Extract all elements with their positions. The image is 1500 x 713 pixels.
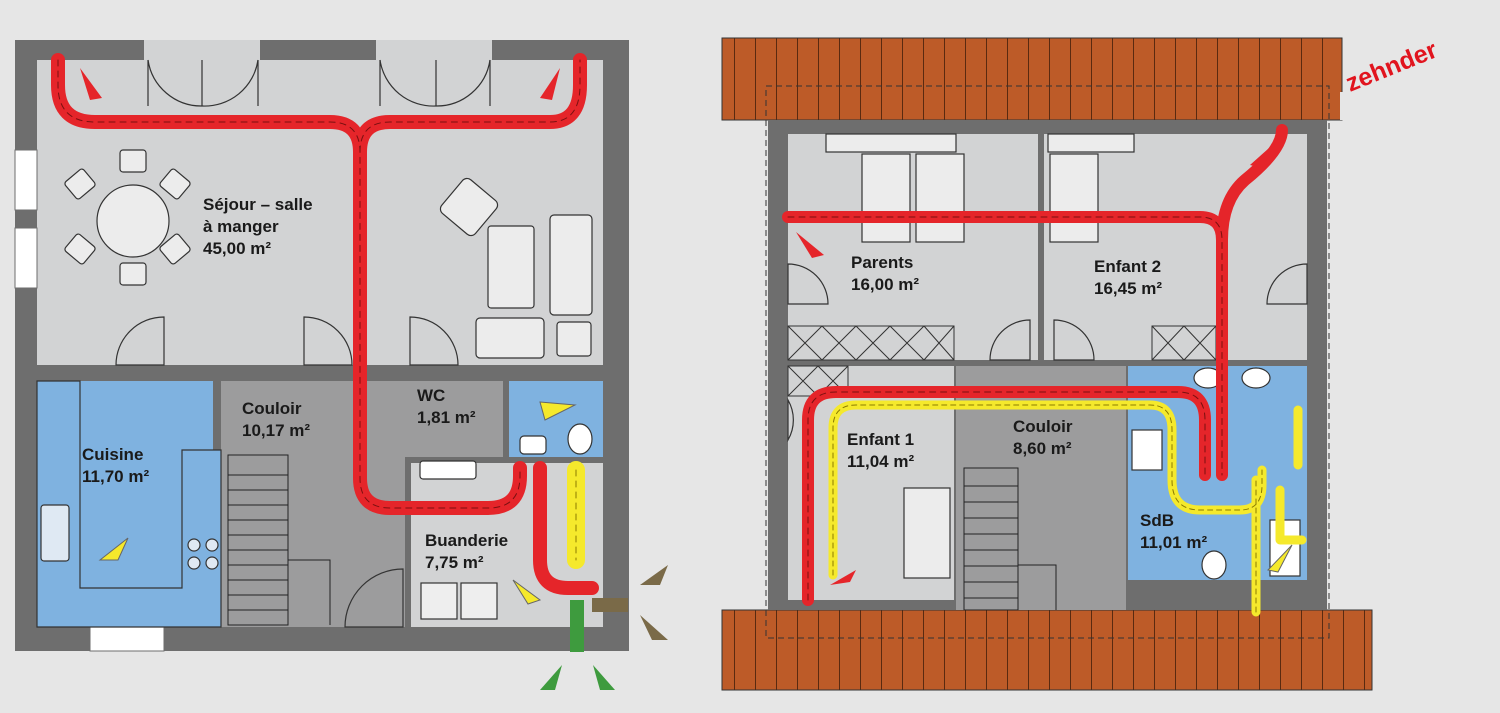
enfant1-label: Enfant 1 11,04 m² [847,430,919,471]
supply-arrow-icon [796,232,824,258]
outdoor-air-duct [570,600,584,652]
sejour-label: Séjour – salle à manger 45,00 m² [203,195,317,258]
kitchen-counters [36,380,222,628]
sdb-label: SdB 11,01 m² [1140,511,1207,552]
extract-arrow-icon [1267,544,1293,573]
exhaust-air-duct [592,598,628,612]
supply-arrow-icon [540,68,560,100]
wardrobes [787,325,1217,397]
roof-outline [765,85,1330,639]
upper-room-labels: Parents 16,00 m² Enfant 2 16,45 m² Enfan… [847,253,1207,552]
wc-fixtures [419,423,593,480]
ground-floor-plan: Séjour – salle à manger 45,00 m² Couloir… [14,40,668,690]
roof-bottom [721,609,1373,691]
dining-table [64,149,191,286]
cuisine-label: Cuisine 11,70 m² [82,445,149,486]
extract-arrow-icon [539,401,577,421]
living-furniture [439,177,593,359]
ground-room-labels: Séjour – salle à manger 45,00 m² Couloir… [82,195,513,572]
window-top-right [376,40,492,60]
upper-flow-arrows [796,140,1293,585]
window-left-1 [14,149,38,211]
ground-flow-arrows [80,68,668,690]
french-doors [147,59,491,107]
outdoor-air-arrow-icon [593,665,615,690]
buanderie-label: Buanderie 7,75 m² [425,531,513,572]
extract-arrow-icon [512,579,542,605]
extract-duct-upper [828,400,1307,617]
roof-top [721,37,1343,121]
wc-area [409,381,507,457]
upper-doors [787,263,1308,443]
laundry-machines [420,582,498,620]
exhaust-arrow-icon [640,615,668,640]
enfant2-label: Enfant 2 16,45 m² [1094,257,1166,298]
supply-arrow-icon [1250,140,1278,168]
supply-duct-ground [51,53,599,595]
supply-arrow-icon [80,68,102,100]
couloir-rdc-label: Couloir 10,17 m² [242,399,310,440]
outdoor-air-arrow-icon [540,665,562,690]
brand-area [1340,92,1500,120]
beds [825,133,1135,579]
brand-logo: zehnder [1342,36,1442,98]
ground-stairs [227,454,331,626]
entry-door [344,568,404,628]
couloir-etage-label: Couloir 8,60 m² [1013,417,1077,458]
window-left-2 [14,227,38,289]
upper-floor-plan: Parents 16,00 m² Enfant 2 16,45 m² Enfan… [721,37,1500,691]
parents-area [788,134,1038,360]
window-top-left [144,40,260,60]
wc-label: WC 1,81 m² [417,386,476,427]
supply-arrow-icon [830,570,856,585]
exhaust-arrow-icon [640,565,668,585]
window-bottom [89,626,165,652]
supply-duct-upper [782,124,1288,606]
upper-stairs [963,467,1057,611]
sejour-doors [115,316,459,366]
parents-label: Parents 16,00 m² [851,253,919,294]
extract-arrow-icon [98,537,129,561]
